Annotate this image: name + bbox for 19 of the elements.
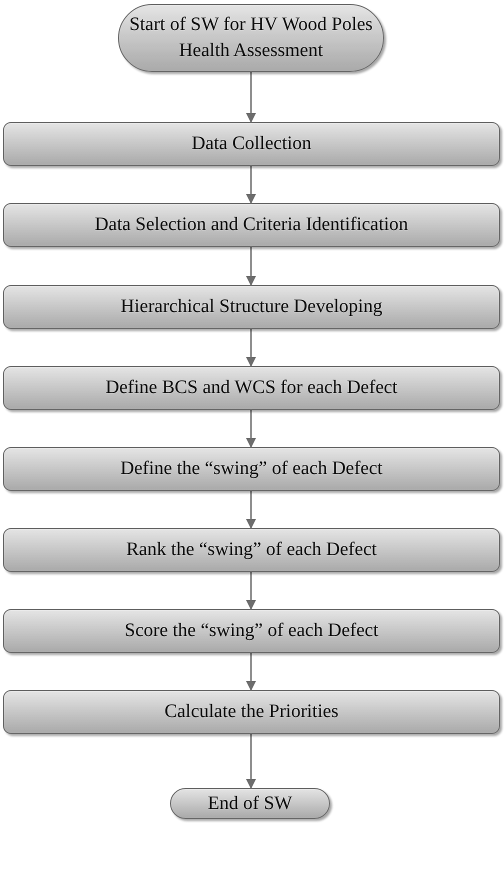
terminal-shape: End of SW	[170, 788, 330, 819]
process-box: Define BCS and WCS for each Defect	[3, 366, 500, 410]
arrow	[246, 653, 256, 691]
arrow	[246, 72, 256, 123]
process-box: Score the “swing” of each Defect	[3, 609, 500, 653]
arrow	[246, 491, 256, 529]
terminal-shape: Start of SW for HV Wood Poles Health Assessment	[118, 4, 384, 72]
process-box: Hierarchical Structure Developing	[3, 285, 500, 329]
arrow	[246, 734, 256, 789]
arrow	[246, 247, 256, 286]
process-box: Data Collection	[3, 122, 500, 166]
process-box: Data Selection and Criteria Identification	[3, 203, 500, 247]
arrow	[246, 166, 256, 204]
process-box: Calculate the Priorities	[3, 690, 500, 734]
arrow	[246, 329, 256, 367]
process-box: Define the “swing” of each Defect	[3, 447, 500, 491]
process-box: Rank the “swing” of each Defect	[3, 528, 500, 572]
arrow	[246, 410, 256, 448]
arrow	[246, 572, 256, 610]
